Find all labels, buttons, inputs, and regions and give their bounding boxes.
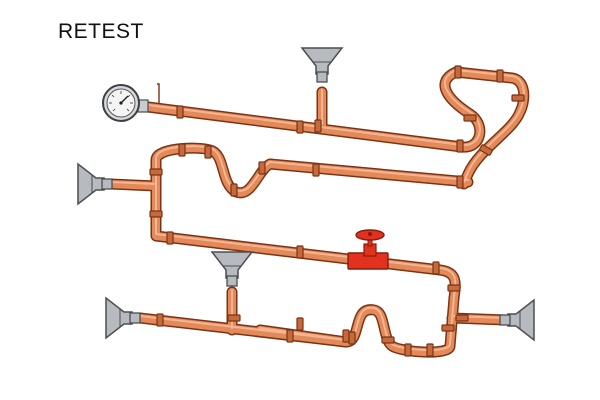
gate-valve-icon: [347, 229, 389, 270]
pipe-coupling: [166, 231, 174, 245]
pipe-coupling: [342, 329, 350, 343]
pipe-coupling: [314, 119, 322, 133]
bottom-riser-test-cap: [210, 251, 254, 287]
pipe-coupling: [156, 313, 164, 327]
pipe-bottom-run: [136, 314, 350, 346]
pipe-coupling: [230, 183, 238, 197]
pipe-coupling: [426, 343, 434, 357]
pipe-coupling: [178, 143, 186, 157]
pipe-coupling: [176, 105, 184, 119]
pipe-coupling: [463, 114, 477, 122]
pipe-coupling: [455, 314, 469, 322]
pipe-middle-run: [152, 182, 460, 302]
pipe-coupling: [296, 245, 304, 259]
pipe-network: [104, 66, 530, 358]
pipe-coupling: [312, 163, 320, 177]
pipe-fittings: [149, 65, 525, 357]
pipe-coupling: [479, 144, 493, 156]
bottom-left-test-cap: [105, 296, 141, 340]
pipe-coupling: [149, 168, 163, 176]
top-test-cap: [300, 47, 344, 83]
pipe-coupling: [296, 317, 304, 331]
pipe-coupling: [227, 314, 241, 322]
pipe-coupling: [441, 324, 455, 332]
pipe-second-loop: [152, 144, 472, 197]
pipe-coupling: [456, 175, 464, 189]
pipe-coupling: [381, 336, 395, 344]
pipe-coupling: [447, 284, 461, 292]
pipe-coupling: [296, 120, 304, 134]
pipe-coupling: [348, 331, 356, 345]
pipe-coupling: [432, 261, 440, 275]
diagram-title: RETEST: [58, 20, 144, 43]
pipe-coupling: [404, 343, 412, 357]
pipe-coupling: [286, 329, 294, 343]
pipe-coupling: [456, 139, 464, 153]
left-test-cap: [77, 162, 113, 206]
pipe-coupling: [258, 161, 266, 175]
pipe-coupling: [511, 94, 525, 102]
pipe-coupling: [454, 65, 462, 79]
test-end-caps: [77, 47, 535, 342]
pipe-coupling: [149, 210, 163, 218]
pressure-gauge-icon: [102, 83, 160, 122]
pipe-coupling: [496, 69, 504, 83]
pipe-coupling: [204, 145, 212, 159]
right-test-cap: [499, 298, 535, 342]
